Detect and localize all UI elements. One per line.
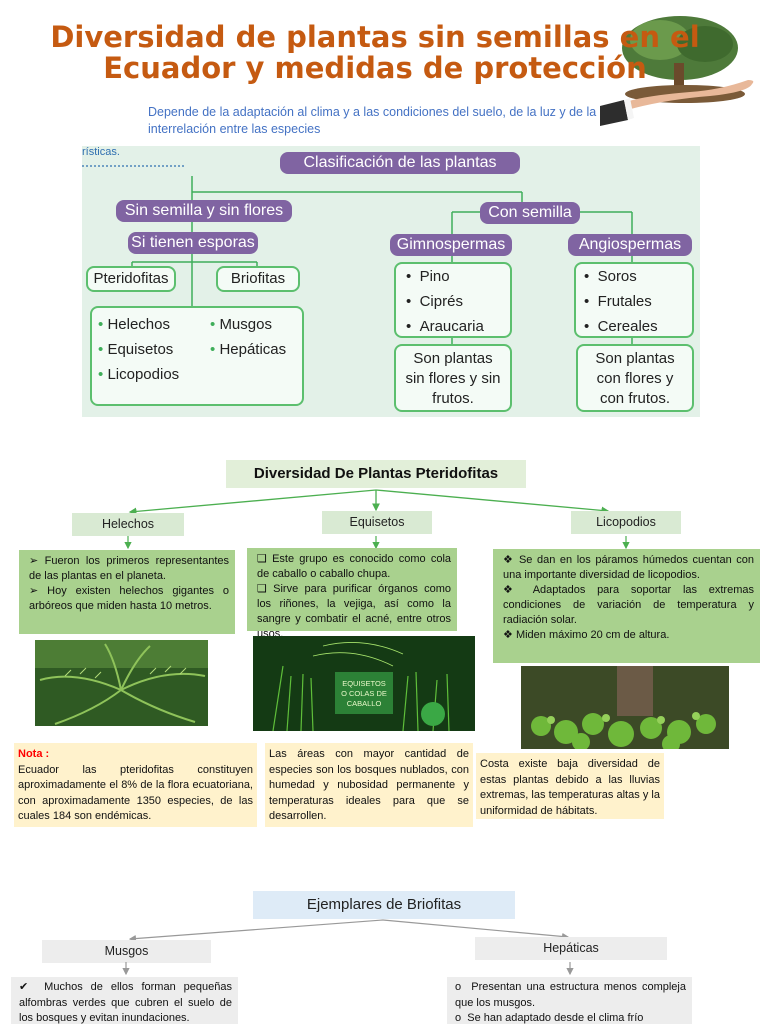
list-item: o Presentan una estructura menos complej… — [455, 981, 686, 1009]
angiospermas-node: Angiospermas — [568, 234, 692, 256]
list-item: ❖ Miden máximo 20 cm de altura. — [503, 629, 670, 641]
page-subtitle: Depende de la adaptación al clima y a la… — [148, 105, 597, 136]
right-branch-node: Con semilla — [480, 202, 580, 224]
helechos-box: ➢ Fueron los primeros representantes de … — [19, 550, 235, 634]
list-item: • Hepáticas — [210, 341, 287, 358]
equisetos-box: ❑ Este grupo es conocido como cola de ca… — [247, 548, 457, 640]
fragment-text: rísticas. — [82, 146, 120, 158]
pterido-items: • Helechos • Equisetos • Licopodios — [98, 312, 208, 387]
list-item: ➢ Fueron los primeros representantes de … — [29, 555, 230, 582]
list-item: • Cereales — [584, 318, 658, 335]
list-item: ❖ Adaptados para soportar las extremas c… — [503, 584, 754, 626]
dotted-frame — [82, 165, 186, 167]
list-item: • Pino — [406, 268, 450, 285]
musgos-box: ✔ Muchos de ellos forman pequeñas alfomb… — [11, 977, 238, 1024]
list-item: ❖ Se dan en los páramos húmedos cuentan … — [503, 554, 754, 581]
classification-diagram: rísticas. Clasificación de las plantas S… — [82, 146, 700, 417]
root-node: Clasificación de las plantas — [280, 152, 520, 174]
list-item: • Licopodios — [98, 366, 180, 383]
list-item: • Musgos — [210, 316, 272, 333]
brio-tag-arrows — [122, 962, 574, 976]
musgos-tag: Musgos — [42, 940, 211, 963]
checkbox-bullet-icon: ❑ — [257, 583, 267, 595]
costa-box: Costa existe baja diversidad de estas pl… — [476, 753, 664, 819]
helechos-tag: Helechos — [72, 513, 184, 536]
hepaticas-box: o Presentan una estructura menos complej… — [447, 977, 692, 1024]
svg-text:O COLAS DE: O COLAS DE — [341, 689, 387, 698]
licopodios-tag: Licopodios — [571, 511, 681, 534]
diamond-bullet-icon: ❖ — [503, 584, 522, 596]
gimno-list: • Pino • Ciprés • Araucaria — [394, 262, 512, 338]
arrow-bullet-icon: ➢ — [29, 555, 39, 567]
areas-box: Las áreas con mayor cantidad de especies… — [265, 743, 473, 827]
pterido-list: • Helechos • Equisetos • Licopodios • Mu… — [90, 306, 304, 406]
page-title: Diversidad de plantas sin semillas en el… — [50, 20, 700, 85]
pteridofitas-node: Pteridofitas — [86, 266, 176, 292]
circle-bullet-icon: o — [455, 1012, 462, 1024]
gimno-note: Son plantas sin flores y sin frutos. — [394, 344, 512, 412]
gimnospermas-node: Gimnospermas — [390, 234, 512, 256]
angio-list: • Soros • Frutales • Cereales — [574, 262, 694, 338]
circle-bullet-icon: o — [455, 981, 462, 993]
nota-box: Nota : Ecuador las pteridofitas constitu… — [14, 743, 257, 827]
licopodios-box: ❖ Se dan en los páramos húmedos cuentan … — [493, 549, 760, 663]
list-item: ✔ Muchos de ellos forman pequeñas alfomb… — [19, 981, 232, 1024]
pteridofitas-title: Diversidad De Plantas Pteridofitas — [226, 460, 526, 488]
tag-arrows — [124, 536, 630, 550]
list-item: • Equisetos — [98, 341, 174, 358]
brio-items: • Musgos • Hepáticas — [210, 312, 304, 362]
list-item: o Se han adaptado desde el clima frío — [455, 1012, 644, 1024]
brio-arrows — [128, 919, 570, 941]
list-item: ❑ Este grupo es conocido como cola de ca… — [257, 553, 452, 580]
list-item: • Araucaria — [406, 318, 484, 335]
left-branch-node: Sin semilla y sin flores — [116, 200, 292, 222]
list-item: • Ciprés — [406, 293, 463, 310]
equisetos-tag: Equisetos — [322, 511, 432, 534]
diamond-bullet-icon: ❖ — [503, 629, 513, 641]
helechos-photo — [35, 640, 208, 726]
check-bullet-icon: ✔ — [19, 981, 29, 993]
list-item: • Frutales — [584, 293, 652, 310]
hepaticas-tag: Hepáticas — [475, 937, 667, 960]
left-sub-node: Si tienen esporas — [128, 232, 258, 254]
list-item: ❑ Sirve para purificar órganos como los … — [257, 583, 452, 640]
checkbox-bullet-icon: ❑ — [257, 553, 267, 565]
equisetos-photo: EQUISETOS O COLAS DE CABALLO — [253, 636, 475, 731]
diamond-bullet-icon: ❖ — [503, 554, 515, 566]
svg-text:EQUISETOS: EQUISETOS — [342, 679, 386, 688]
nota-text: Ecuador las pteridofitas constituyen apr… — [18, 763, 253, 823]
licopodios-photo — [521, 666, 729, 749]
nota-label: Nota : — [18, 748, 50, 760]
list-item: ➢ Hoy existen helechos gigantes o arbóre… — [29, 585, 229, 612]
tree-on-hand-icon — [600, 16, 754, 126]
list-item: • Helechos — [98, 316, 170, 333]
briofitas-title: Ejemplares de Briofitas — [253, 891, 515, 919]
angio-note: Son plantas con flores y con frutos. — [576, 344, 694, 412]
briofitas-node: Briofitas — [216, 266, 300, 292]
arrow-bullet-icon: ➢ — [29, 585, 39, 597]
list-item: • Soros — [584, 268, 637, 285]
svg-text:CABALLO: CABALLO — [347, 699, 382, 708]
pterido-arrows — [128, 489, 610, 516]
